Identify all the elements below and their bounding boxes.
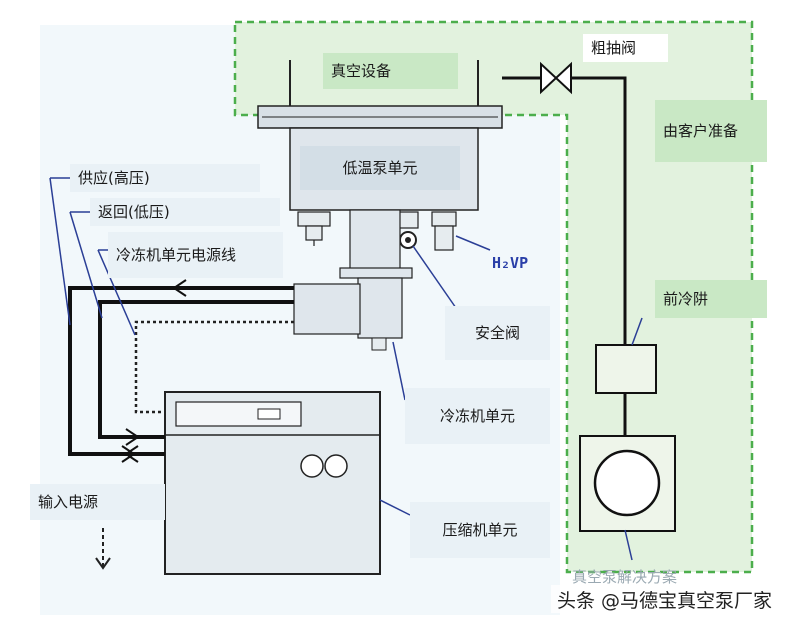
left-fitting — [297, 211, 331, 246]
leader-lines — [49, 177, 643, 561]
center-fitting — [397, 211, 419, 229]
chiller-power-line-label: 冷冻机单元电源线 — [108, 232, 283, 278]
watermark-faded-text: 真空泵解决方案 — [572, 568, 678, 586]
h2vp-fitting — [431, 211, 457, 251]
roughing-pump-circle — [593, 449, 661, 517]
roughing-valve-label: 粗抽阀 — [583, 34, 668, 62]
input-power-label: 输入电源 — [30, 484, 165, 520]
cold-head-flange — [339, 267, 413, 279]
supply-arrow — [172, 279, 187, 297]
chiller-power-line — [134, 320, 294, 414]
supply-high-label: 供应(高压) — [70, 164, 260, 192]
customer-prepared-label: 由客户准备 — [655, 100, 767, 162]
hose-connector-block — [293, 283, 361, 335]
chiller-connector — [371, 337, 387, 351]
chiller-motor — [357, 277, 403, 339]
return-line — [98, 300, 294, 439]
cold-head-neck — [349, 209, 401, 271]
supply-arrow-2 — [121, 445, 136, 463]
cryopump-unit-label: 低温泵单元 — [300, 146, 460, 190]
watermark: 头条 @马德宝真空泵厂家 — [551, 585, 796, 613]
customer-zone-boundary — [233, 20, 754, 574]
foreline-trap-label: 前冷阱 — [655, 280, 767, 318]
return-arrow — [125, 428, 140, 446]
roughing-pipe-2 — [571, 76, 627, 345]
compressor-unit-label: 压缩机单元 — [410, 502, 550, 558]
safety-valve-label: 安全阀 — [445, 306, 550, 360]
supply-line — [68, 286, 294, 456]
compressor-display — [175, 401, 302, 427]
foreline-trap-box — [595, 344, 657, 394]
vacuum-equipment-label: 真空设备 — [323, 53, 458, 89]
input-power-arrow — [95, 557, 111, 570]
roughing-valve-left — [540, 61, 558, 95]
gauge-right — [324, 454, 348, 478]
return-arrow-2 — [124, 445, 139, 463]
gauge-left — [300, 454, 324, 478]
chiller-unit-label: 冷冻机单元 — [405, 388, 550, 444]
return-low-label: 返回(低压) — [90, 198, 280, 226]
h2vp-label: H₂VP — [492, 254, 529, 272]
